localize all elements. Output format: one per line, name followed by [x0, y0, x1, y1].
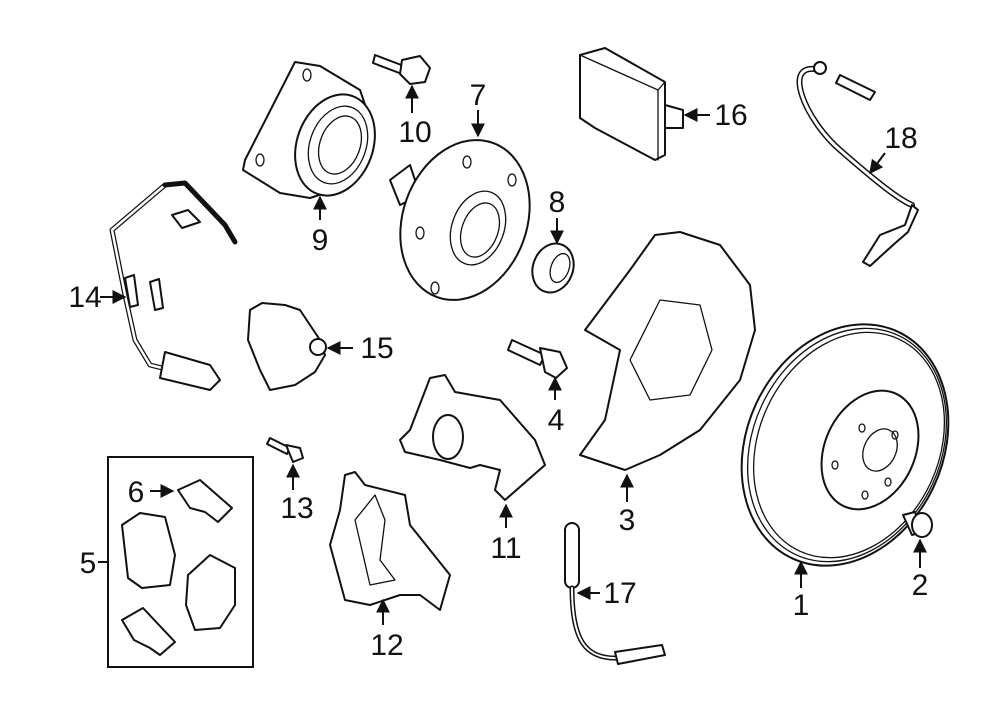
- callout-15[interactable]: 15: [360, 332, 393, 365]
- callout-labels: 1 2 3 4 5 6 7 8 9 10 11 12 13 14 15 16 1…: [68, 79, 928, 662]
- callout-9[interactable]: 9: [312, 224, 329, 257]
- axle-nut-part[interactable]: [526, 238, 581, 299]
- brake-rotor-part[interactable]: [703, 290, 986, 599]
- callout-3[interactable]: 3: [619, 504, 636, 537]
- callout-17[interactable]: 17: [603, 577, 636, 610]
- shield-bolt-part[interactable]: [507, 339, 568, 379]
- callout-18[interactable]: 18: [884, 122, 917, 155]
- pad-wear-sensor-part[interactable]: [564, 522, 666, 665]
- control-module-part[interactable]: [579, 47, 684, 161]
- callout-10[interactable]: 10: [398, 116, 431, 149]
- wheel-hub-part[interactable]: [379, 122, 552, 319]
- callout-4[interactable]: 4: [548, 404, 565, 437]
- callout-2[interactable]: 2: [912, 569, 929, 602]
- leader-18: [869, 152, 886, 175]
- callout-6[interactable]: 6: [128, 476, 145, 509]
- bearing-bolt-part[interactable]: [372, 54, 431, 85]
- abs-harness-part[interactable]: [109, 180, 238, 391]
- abs-sensor-part[interactable]: [796, 61, 919, 267]
- splash-shield-part[interactable]: [579, 231, 756, 471]
- wheel-bearing-part[interactable]: [242, 61, 388, 207]
- callout-5[interactable]: 5: [80, 547, 97, 580]
- brake-pad-set-part[interactable]: [98, 456, 254, 668]
- bracket-bolt-part[interactable]: [266, 437, 304, 463]
- leader-lines: [100, 84, 927, 625]
- callout-13[interactable]: 13: [280, 492, 313, 525]
- callout-8[interactable]: 8: [549, 186, 566, 219]
- rotor-screw-part[interactable]: [902, 511, 933, 538]
- caliper-part[interactable]: [399, 374, 546, 501]
- parking-brake-actuator-part[interactable]: [247, 302, 327, 391]
- callout-11[interactable]: 11: [490, 532, 521, 565]
- callout-1[interactable]: 1: [793, 589, 810, 622]
- callout-14[interactable]: 14: [68, 281, 101, 314]
- callout-12[interactable]: 12: [370, 629, 403, 662]
- callout-16[interactable]: 16: [714, 99, 747, 132]
- caliper-bracket-part[interactable]: [329, 471, 451, 611]
- callout-7[interactable]: 7: [470, 79, 487, 112]
